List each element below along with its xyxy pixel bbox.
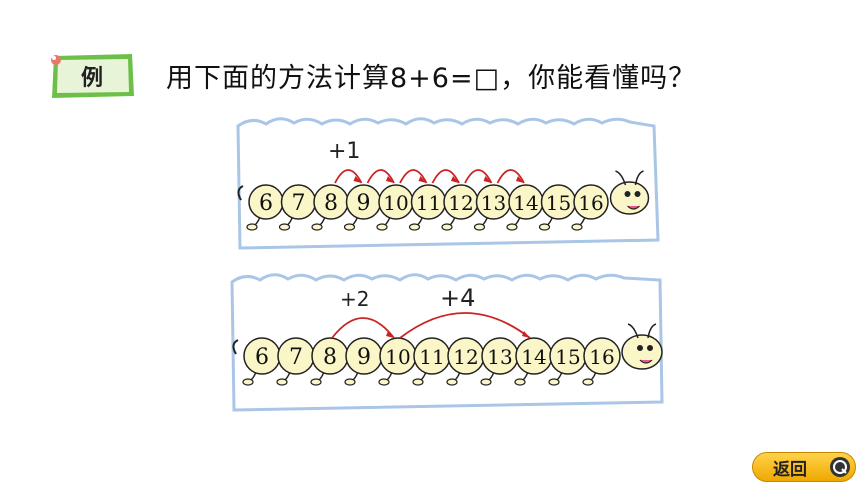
- segment-number: 12: [448, 191, 473, 215]
- jump-arrow: [399, 169, 428, 184]
- foot-icon: [408, 223, 421, 231]
- foot-icon: [344, 378, 356, 386]
- head-icon: [621, 334, 663, 370]
- example-tag-label: 例: [80, 66, 103, 91]
- foot-icon: [343, 223, 356, 231]
- back-button[interactable]: 返回: [752, 452, 856, 482]
- segment-number: 9: [357, 191, 371, 216]
- jump-arrow: [331, 317, 395, 339]
- segment-number: 8: [323, 345, 337, 370]
- foot-icon: [446, 378, 458, 386]
- arrow-head-icon: [483, 176, 492, 183]
- panel-2-annotation-b: +4: [440, 284, 475, 312]
- head-icon: [609, 181, 650, 215]
- foot-icon: [506, 223, 518, 231]
- segment-number: 13: [487, 345, 512, 369]
- arrow-head-icon: [516, 176, 524, 183]
- back-button-label: 返回: [773, 459, 807, 480]
- antenna-icon: [615, 170, 644, 186]
- jump-arrow: [399, 312, 531, 339]
- body-segment: [583, 337, 621, 375]
- body-segment: [573, 184, 609, 220]
- segment-number: 10: [385, 345, 410, 369]
- mouth-icon: [639, 359, 653, 364]
- foot-icon: [376, 223, 388, 231]
- foot-icon: [538, 223, 551, 231]
- tail-icon: [237, 185, 244, 201]
- eye-icon: [637, 345, 643, 351]
- jump-arrow: [464, 169, 493, 184]
- mouth-icon: [627, 205, 640, 210]
- segment-number: 10: [383, 191, 408, 215]
- foot-icon: [480, 378, 492, 386]
- segment-number: 11: [419, 345, 444, 369]
- foot-icon: [412, 378, 424, 386]
- antenna-icon: [627, 323, 657, 339]
- arrow-head-icon: [386, 331, 394, 338]
- panel-1-annotation: +1: [328, 139, 360, 164]
- question-text: 用下面的方法计算8+6=□，你能看懂吗？: [166, 63, 697, 94]
- segment-number: 15: [546, 191, 571, 215]
- jump-arrow: [334, 169, 363, 184]
- eye-icon: [634, 191, 641, 197]
- segment-number: 12: [453, 345, 478, 369]
- jump-arrow: [496, 169, 525, 184]
- arrows-2: [331, 312, 531, 339]
- segment-number: 11: [416, 191, 441, 215]
- arrow-head-icon: [418, 176, 427, 183]
- segment-number: 16: [589, 345, 614, 369]
- foot-icon: [242, 378, 254, 386]
- segment-number: 15: [555, 345, 580, 369]
- panel-2-annotation-a: +2: [340, 287, 369, 311]
- foot-icon: [276, 378, 288, 386]
- segment-number: 6: [259, 191, 273, 216]
- segment-number: 14: [521, 345, 546, 369]
- eye-icon: [624, 191, 631, 197]
- segment-number: 6: [255, 345, 269, 370]
- tail-icon: [232, 339, 239, 355]
- arrow-head-icon: [353, 176, 362, 183]
- segment-number: 7: [292, 191, 306, 216]
- arrow-head-icon: [522, 331, 530, 338]
- arrow-head-icon: [451, 176, 459, 183]
- jump-arrow: [366, 169, 395, 184]
- jump-arrow: [431, 169, 460, 184]
- eye-icon: [647, 345, 653, 351]
- segment-number: 13: [481, 191, 506, 215]
- foot-icon: [278, 223, 291, 231]
- segment-number: 8: [324, 191, 338, 216]
- foot-icon: [571, 223, 583, 231]
- foot-icon: [378, 378, 390, 386]
- example-tag: [51, 54, 134, 98]
- arrows-1: [334, 169, 525, 184]
- foot-icon: [582, 378, 594, 386]
- segment-number: 7: [289, 345, 303, 370]
- back-arrow-icon: [830, 457, 850, 477]
- panel-2-border: [230, 273, 664, 412]
- foot-icon: [548, 378, 560, 386]
- foot-icon: [441, 223, 453, 231]
- segment-number: 9: [357, 345, 371, 370]
- segment-number: 14: [513, 191, 538, 215]
- arrow-head-icon: [386, 176, 394, 183]
- foot-icon: [310, 378, 322, 386]
- foot-icon: [473, 223, 486, 231]
- foot-icon: [311, 223, 323, 231]
- segment-number: 16: [578, 191, 603, 215]
- foot-icon: [246, 223, 258, 231]
- foot-icon: [514, 378, 526, 386]
